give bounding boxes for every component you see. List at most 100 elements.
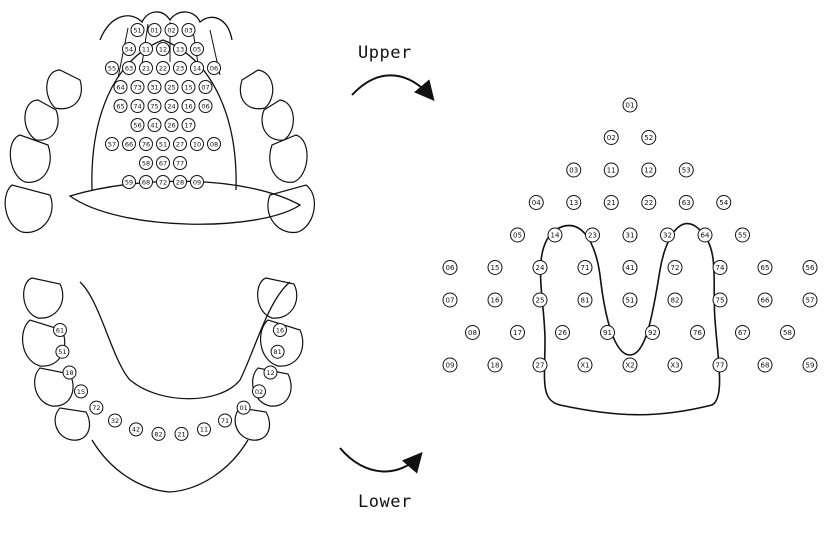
- marker-label: 64: [116, 83, 124, 91]
- marker-label: 82: [671, 297, 680, 305]
- marker-label: 63: [125, 64, 133, 72]
- grid-marker: 75: [713, 293, 727, 307]
- upper-marker: 56: [131, 119, 144, 132]
- marker-label: 54: [719, 199, 728, 207]
- marker-label: 77: [176, 159, 184, 167]
- grid-marker: 81: [578, 293, 592, 307]
- upper-marker: 16: [182, 100, 195, 113]
- grid-marker: 22: [642, 196, 656, 210]
- upper-marker: 25: [165, 81, 178, 94]
- marker-label: 57: [806, 297, 815, 305]
- lower-marker: 02: [252, 385, 265, 398]
- marker-label: 81: [273, 348, 281, 356]
- marker-label: 15: [77, 388, 85, 396]
- marker-label: 03: [569, 167, 578, 175]
- marker-label: 18: [491, 362, 500, 370]
- flattened-boundary: [541, 224, 720, 415]
- marker-label: 24: [536, 264, 545, 272]
- grid-marker: 52: [642, 131, 656, 145]
- lower-marker: 51: [56, 345, 69, 358]
- upper-marker: 14: [191, 62, 204, 75]
- marker-label: 02: [255, 388, 263, 396]
- marker-label: 08: [468, 329, 477, 337]
- marker-label: 13: [176, 45, 184, 53]
- marker-label: 26: [558, 329, 567, 337]
- grid-markers: 0102520311125304132122635405142331326455…: [443, 98, 817, 372]
- upper-marker: 06: [208, 62, 221, 75]
- upper-marker: 28: [174, 176, 187, 189]
- grid-marker: 64: [698, 228, 712, 242]
- marker-label: 52: [644, 134, 653, 142]
- marker-label: 59: [125, 178, 133, 186]
- upper-marker: 15: [182, 81, 195, 94]
- marker-label: 61: [56, 326, 64, 334]
- marker-label: 25: [536, 297, 545, 305]
- marker-label: 28: [176, 178, 184, 186]
- upper-marker: 10: [191, 138, 204, 151]
- lower-marker: 15: [75, 385, 88, 398]
- marker-label: 01: [626, 102, 635, 110]
- marker-label: 15: [491, 264, 500, 272]
- grid-marker: 13: [567, 196, 581, 210]
- marker-label: 81: [581, 297, 590, 305]
- upper-marker: 68: [140, 176, 153, 189]
- marker-label: X3: [670, 362, 679, 370]
- marker-label: 08: [210, 140, 218, 148]
- marker-label: 06: [201, 102, 209, 110]
- grid-marker: 31: [623, 228, 637, 242]
- upper-marker: 72: [157, 176, 170, 189]
- marker-label: 12: [644, 167, 653, 175]
- upper-marker: 31: [148, 81, 161, 94]
- upper-marker: 02: [165, 24, 178, 37]
- upper-marker: 08: [208, 138, 221, 151]
- lower-marker: 82: [152, 427, 165, 440]
- grid-marker: 02: [604, 131, 618, 145]
- upper-marker: 21: [140, 62, 153, 75]
- upper-arrow: [352, 75, 432, 98]
- grid-marker: 55: [736, 228, 750, 242]
- lower-label: Lower: [358, 492, 412, 512]
- upper-marker: 05: [191, 43, 204, 56]
- marker-label: 09: [193, 178, 201, 186]
- marker-label: 92: [648, 329, 657, 337]
- marker-label: 65: [761, 264, 770, 272]
- lower-marker: 12: [264, 366, 277, 379]
- marker-label: 65: [116, 102, 124, 110]
- grid-marker: 92: [646, 326, 660, 340]
- grid-marker: 53: [679, 163, 693, 177]
- marker-label: 68: [761, 362, 770, 370]
- marker-label: 02: [167, 26, 175, 34]
- marker-label: 54: [125, 45, 133, 53]
- upper-palate-outline: [70, 181, 300, 224]
- grid-marker: 59: [803, 358, 817, 372]
- lower-marker: 61: [54, 324, 67, 337]
- marker-label: 72: [159, 178, 167, 186]
- grid-marker: 11: [604, 163, 618, 177]
- grid-marker: 15: [488, 261, 502, 275]
- marker-label: 53: [682, 167, 691, 175]
- upper-marker: 01: [148, 24, 161, 37]
- upper-marker: 51: [131, 24, 144, 37]
- marker-label: 58: [783, 329, 792, 337]
- upper-arch: [70, 12, 300, 224]
- grid-marker: 09: [443, 358, 457, 372]
- marker-label: 01: [150, 26, 158, 34]
- lower-left-molars: [23, 278, 90, 440]
- marker-label: 67: [159, 159, 167, 167]
- marker-label: 26: [167, 121, 175, 129]
- upper-marker: 13: [174, 43, 187, 56]
- marker-label: 12: [159, 45, 167, 53]
- lower-marker: 72: [90, 401, 103, 414]
- marker-label: 13: [569, 199, 578, 207]
- lower-marker: 11: [197, 423, 210, 436]
- marker-label: 32: [663, 232, 672, 240]
- marker-label: 41: [150, 121, 158, 129]
- marker-label: X2: [625, 362, 634, 370]
- marker-label: 12: [266, 369, 274, 377]
- marker-label: X1: [580, 362, 589, 370]
- grid-marker: 66: [758, 293, 772, 307]
- lower-marker: 01: [237, 401, 250, 414]
- marker-label: 27: [176, 140, 184, 148]
- marker-label: 51: [133, 26, 141, 34]
- upper-marker: 51: [157, 138, 170, 151]
